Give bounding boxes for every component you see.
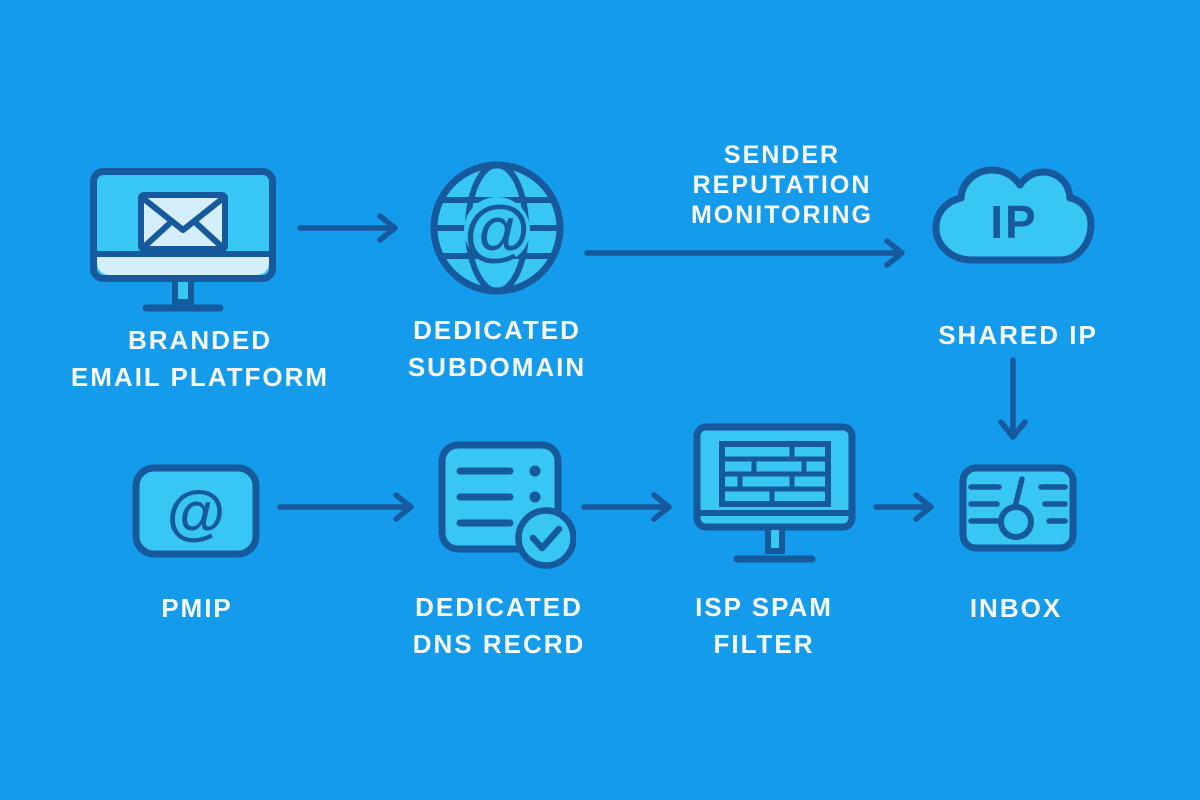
label-line: DEDICATED	[413, 315, 581, 345]
arrow-shared-ip-to-inbox	[997, 356, 1029, 454]
label-line: BRANDED	[128, 325, 272, 355]
inbox-gauge-icon	[959, 464, 1077, 552]
label-inbox: INBOX	[896, 590, 1136, 627]
cloud-ip-icon: IP	[928, 164, 1098, 269]
label-line: SUBDOMAIN	[407, 352, 587, 382]
globe-at-glyph: @	[464, 192, 530, 268]
label-isp-spam-filter: ISP SPAM FILTER	[644, 589, 884, 663]
label-line: DNS RECRD	[412, 629, 586, 659]
label-line: DEDICATED	[415, 592, 583, 622]
dns-record-checklist-icon	[436, 440, 576, 575]
annotation-sender-reputation-monitoring: SENDER REPUTATION MONITORING	[658, 140, 906, 230]
label-line: EMAIL PLATFORM	[70, 362, 330, 392]
globe-at-icon: @	[427, 158, 567, 298]
label-pmip: PMIP	[77, 590, 317, 627]
at-card-glyph: @	[167, 479, 226, 546]
arrow-pmip-to-dns-record	[276, 491, 426, 523]
label-line: PMIP	[161, 593, 233, 623]
label-dedicated-subdomain: DEDICATED SUBDOMAIN	[347, 312, 647, 386]
arrow-dns-record-to-spam-filter	[580, 491, 684, 523]
annotation-line: MONITORING	[690, 201, 874, 229]
label-line: ISP SPAM	[695, 592, 833, 622]
arrow-platform-to-subdomain	[296, 212, 410, 244]
at-card-icon: @	[131, 463, 261, 559]
label-line: FILTER	[713, 629, 815, 659]
label-shared-ip: SHARED IP	[898, 317, 1138, 354]
firewall-monitor-icon	[692, 422, 857, 572]
annotation-line: REPUTATION	[692, 171, 872, 199]
annotation-line: SENDER	[723, 141, 841, 169]
label-branded-email-platform: BRANDED EMAIL PLATFORM	[40, 322, 360, 396]
arrow-spam-filter-to-inbox	[872, 491, 946, 523]
cloud-ip-glyph: IP	[990, 196, 1037, 248]
monitor-envelope-icon	[88, 166, 278, 316]
label-line: SHARED IP	[938, 320, 1098, 350]
label-dedicated-dns-record: DEDICATED DNS RECRD	[347, 589, 651, 663]
label-line: INBOX	[969, 593, 1063, 623]
arrow-subdomain-to-shared-ip	[583, 237, 917, 269]
